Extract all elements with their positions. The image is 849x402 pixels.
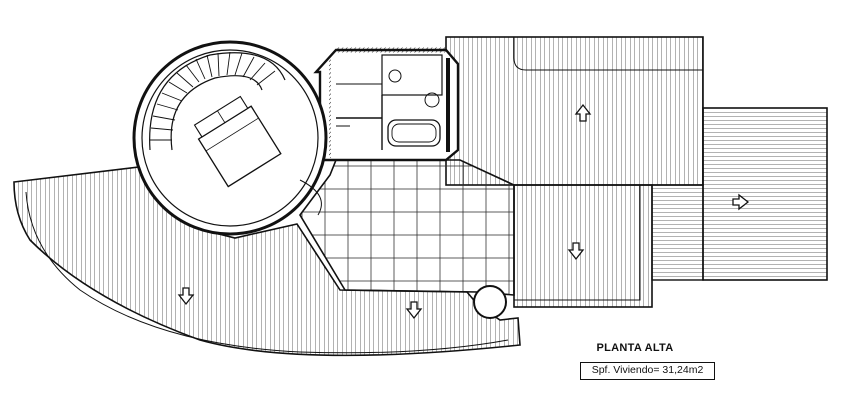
middle-deck <box>513 184 653 308</box>
plan-title: PLANTA ALTA <box>596 342 674 354</box>
arrow-up-icon <box>574 103 592 122</box>
arrow-down-icon <box>177 287 195 306</box>
arrow-right-icon <box>732 193 750 211</box>
west-deck <box>13 165 521 357</box>
stair-tower <box>132 40 328 236</box>
area-label: Spf. Viviendo= 31,24m2 <box>580 362 715 380</box>
slope-arrows <box>177 103 750 320</box>
arrow-down-icon <box>405 301 423 320</box>
upper-deck <box>445 36 704 186</box>
east-deck <box>651 107 828 281</box>
interior-block <box>313 47 460 162</box>
tiled-terrace <box>299 159 515 296</box>
arrow-down-icon <box>567 242 585 261</box>
round-planter <box>473 285 507 319</box>
